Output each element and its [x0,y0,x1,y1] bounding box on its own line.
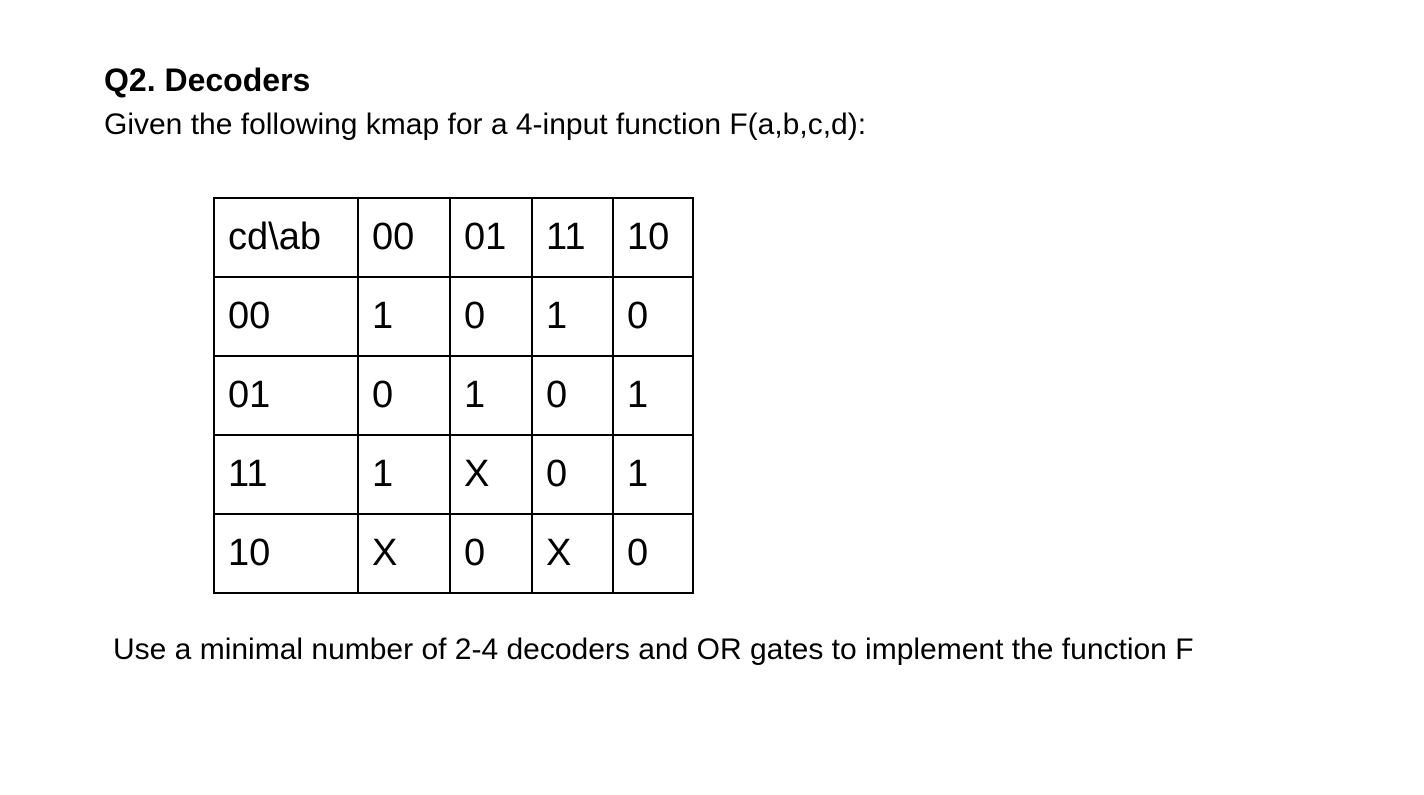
kmap-cell: 1 [357,276,451,357]
kmap-cell: 1 [357,434,451,515]
kmap-row: 11 1 X 0 1 [213,434,694,515]
kmap-cell: 1 [612,355,694,436]
kmap-cell: 1 [531,276,614,357]
kmap-row-label: 11 [213,434,359,515]
kmap-row: 01 0 1 0 1 [213,355,694,436]
kmap-col-header: 10 [612,197,694,278]
kmap-header-row: cd\ab 00 01 11 10 [213,197,694,278]
kmap-cell: X [357,513,451,594]
kmap-cell: 0 [449,276,533,357]
kmap-cell: 0 [612,276,694,357]
kmap-cell: 0 [357,355,451,436]
kmap-col-header: 11 [531,197,614,278]
kmap-cell: 0 [449,513,533,594]
kmap-row: 10 X 0 X 0 [213,513,694,594]
kmap-cell: X [449,434,533,515]
kmap-cell: 1 [612,434,694,515]
question-intro: Given the following kmap for a 4-input f… [104,108,867,141]
kmap-col-header: 00 [357,197,451,278]
kmap-row-label: 01 [213,355,359,436]
kmap-row-label: 10 [213,513,359,594]
kmap-cell: 1 [449,355,533,436]
kmap-cell: 0 [531,434,614,515]
question-heading: Q2. Decoders [104,62,311,98]
kmap-corner-label: cd\ab [213,197,359,278]
kmap-cell: 0 [612,513,694,594]
kmap-col-header: 01 [449,197,533,278]
kmap-cell: 0 [531,355,614,436]
kmap-table: cd\ab 00 01 11 10 00 1 0 1 0 01 0 1 0 1 … [213,197,694,594]
kmap-cell: X [531,513,614,594]
question-instruction: Use a minimal number of 2-4 decoders and… [113,633,1194,666]
kmap-row: 00 1 0 1 0 [213,276,694,357]
kmap-row-label: 00 [213,276,359,357]
